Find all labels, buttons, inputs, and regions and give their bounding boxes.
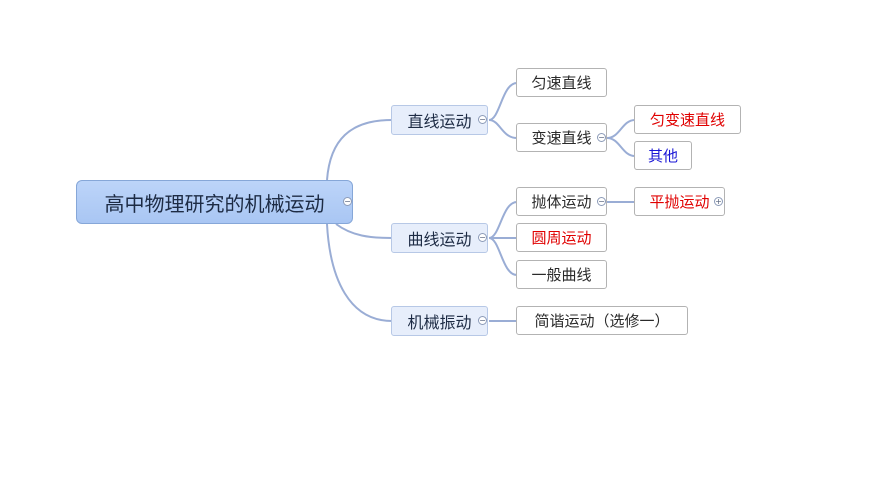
- branch-node-straight-motion[interactable]: 直线运动: [391, 105, 488, 135]
- collapse-toggle-icon[interactable]: −: [597, 133, 606, 142]
- branch-node-curvilinear-motion[interactable]: 曲线运动: [391, 223, 488, 253]
- connector-straight-variable: [488, 119, 518, 139]
- branch-label: 曲线运动: [407, 230, 472, 249]
- topic-label: 匀速直线: [531, 74, 592, 92]
- topic-node-uniform-linear[interactable]: 匀速直线: [516, 68, 607, 97]
- topic-node-horizontal-projectile[interactable]: 平抛运动: [634, 187, 725, 216]
- expand-toggle-icon[interactable]: +: [714, 197, 723, 206]
- collapse-toggle-icon[interactable]: −: [343, 197, 352, 206]
- collapse-toggle-icon[interactable]: −: [478, 316, 487, 325]
- collapse-toggle-icon[interactable]: −: [597, 197, 606, 206]
- topic-label: 匀变速直线: [649, 111, 725, 129]
- connector-root-curve: [335, 223, 393, 239]
- branch-node-mechanical-vibration[interactable]: 机械振动: [391, 306, 488, 336]
- topic-label: 简谐运动（选修一）: [534, 312, 670, 330]
- topic-label: 平抛运动: [649, 193, 710, 211]
- root-node[interactable]: 高中物理研究的机械运动: [76, 180, 353, 224]
- topic-node-uniformly-accelerated[interactable]: 匀变速直线: [634, 105, 741, 134]
- topic-node-circular[interactable]: 圆周运动: [516, 223, 607, 252]
- connector-curve-general: [488, 237, 518, 276]
- connector-variable-uniform-accel: [606, 119, 636, 139]
- branch-label: 直线运动: [407, 112, 472, 131]
- topic-label: 抛体运动: [531, 193, 592, 211]
- topic-node-other[interactable]: 其他: [634, 141, 692, 170]
- topic-node-projectile[interactable]: 抛体运动: [516, 187, 607, 216]
- connector-root-straight: [326, 119, 393, 181]
- branch-label: 机械振动: [407, 313, 472, 332]
- topic-label: 变速直线: [531, 129, 592, 147]
- connector-variable-other: [606, 137, 636, 157]
- topic-node-variable-linear[interactable]: 变速直线: [516, 123, 607, 152]
- collapse-toggle-icon[interactable]: −: [478, 233, 487, 242]
- connector-root-vibration: [326, 223, 393, 322]
- connector-straight-uniform: [488, 82, 518, 121]
- topic-node-general-curve[interactable]: 一般曲线: [516, 260, 607, 289]
- collapse-toggle-icon[interactable]: −: [478, 115, 487, 124]
- topic-label: 一般曲线: [531, 266, 592, 284]
- root-label: 高中物理研究的机械运动: [104, 191, 325, 216]
- topic-node-simple-harmonic[interactable]: 简谐运动（选修一）: [516, 306, 688, 335]
- connector-curve-projectile: [488, 201, 518, 239]
- topic-label: 圆周运动: [531, 229, 592, 247]
- topic-label: 其他: [647, 147, 678, 165]
